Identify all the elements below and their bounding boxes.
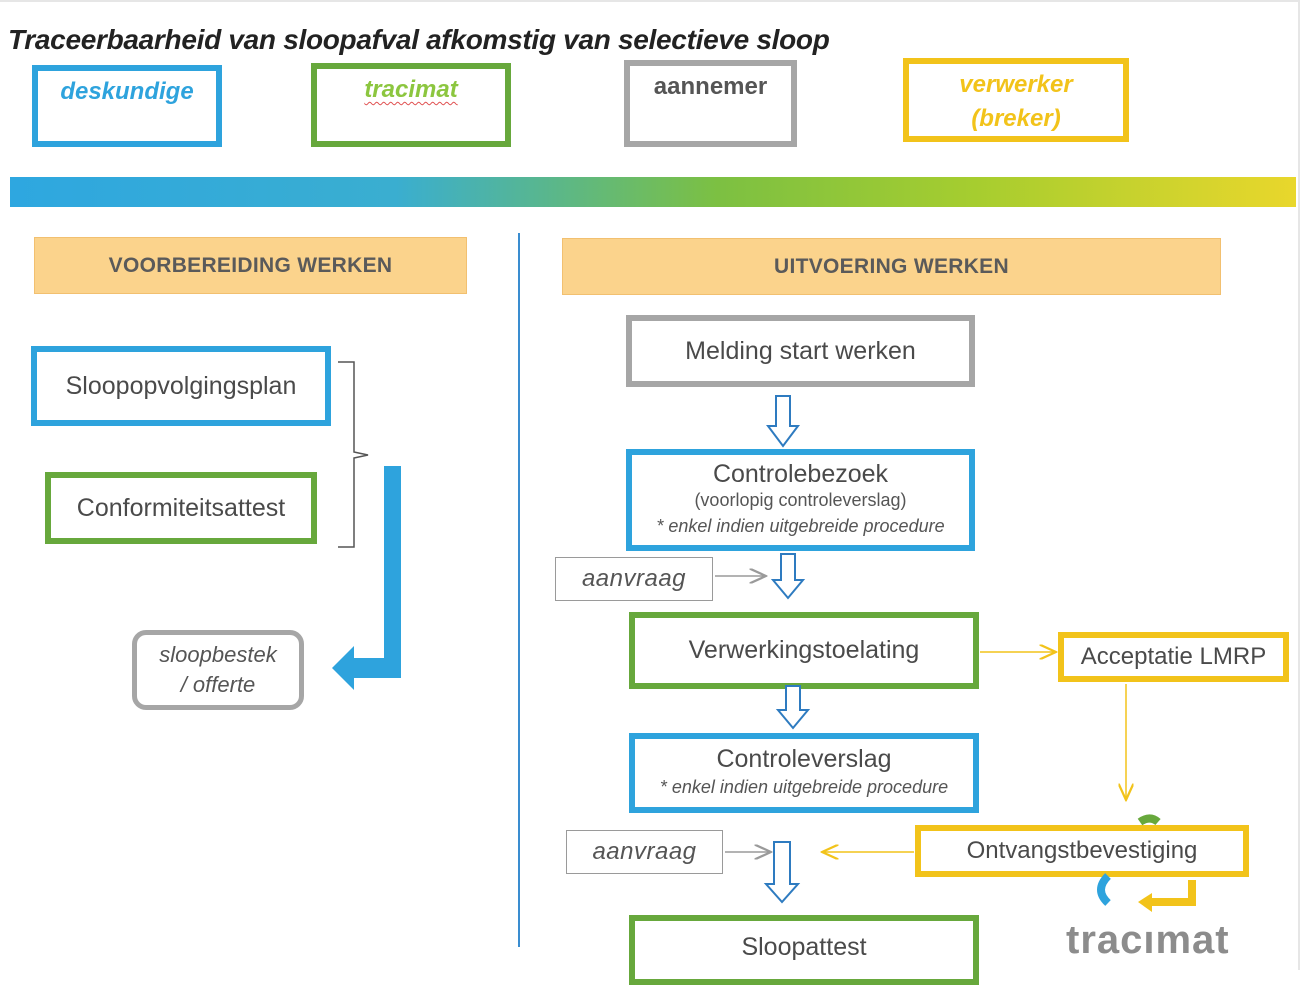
box-aanvraag-2: aanvraag [566, 830, 723, 874]
legend-deskundige: deskundige [32, 65, 222, 147]
box-aanvraag-1: aanvraag [555, 557, 713, 601]
box-sloopbestek-offerte: sloopbestek / offerte [132, 630, 304, 710]
legend-aannemer: aannemer [624, 60, 797, 147]
logo-cycle-yellow [1150, 880, 1196, 906]
down-arrow-1 [766, 395, 800, 448]
tracimat-logo: tracımat [1066, 918, 1230, 962]
box-sloopbestek-label-2: / offerte [180, 672, 256, 697]
color-gradient-band [10, 177, 1296, 207]
box-conformiteitsattest: Conformiteitsattest [45, 472, 317, 544]
down-arrow-4 [763, 841, 801, 904]
logo-cycle-blue [1097, 873, 1111, 906]
down-arrow-2 [770, 553, 806, 600]
legend-tracimat-label: tracimat [364, 76, 458, 103]
box-sloopopvolgingsplan-label: Sloopopvolgingsplan [65, 371, 297, 400]
box-acceptatie-lmrp: Acceptatie LMRP [1058, 632, 1289, 682]
legend-aannemer-label: aannemer [653, 73, 768, 100]
box-melding-label: Melding start werken [685, 336, 916, 365]
legend-verwerker-label-2: (breker) [971, 105, 1061, 132]
box-controlebezoek: Controlebezoek (voorlopig controleversla… [626, 449, 975, 551]
box-aanvraag-1-label: aanvraag [581, 565, 687, 592]
logo-cycle-green [1137, 814, 1161, 826]
box-verwerkingstoelating-label: Verwerkingstoelating [688, 636, 920, 664]
box-sloopopvolgingsplan: Sloopopvolgingsplan [31, 346, 331, 426]
box-controlebezoek-label: Controlebezoek [712, 460, 889, 488]
down-arrow-3 [775, 685, 811, 730]
box-controleverslag-label: Controleverslag [716, 745, 892, 773]
box-verwerkingstoelating: Verwerkingstoelating [629, 612, 979, 689]
legend-verwerker: verwerker (breker) [903, 58, 1129, 142]
blue-l-arrow [332, 466, 401, 690]
box-sloopbestek-label-1: sloopbestek [159, 642, 277, 667]
bracket [338, 361, 369, 548]
box-sloopattest-label: Sloopattest [741, 933, 867, 961]
legend-deskundige-label: deskundige [60, 78, 194, 105]
box-melding-start-werken: Melding start werken [626, 315, 975, 387]
box-controlebezoek-note: * enkel indien uitgebreide procedure [656, 516, 945, 536]
box-ontvangstbevestiging-label: Ontvangstbevestiging [966, 837, 1198, 864]
box-aanvraag-2-label: aanvraag [592, 838, 697, 865]
box-acceptatie-label: Acceptatie LMRP [1080, 643, 1267, 670]
box-controleverslag-note: * enkel indien uitgebreide procedure [659, 777, 949, 797]
section-header-execution-label: UITVOERING WERKEN [774, 254, 1009, 278]
page-title: Traceerbaarheid van sloopafval afkomstig… [8, 24, 830, 55]
box-controleverslag: Controleverslag * enkel indien uitgebrei… [629, 733, 979, 813]
box-conformiteitsattest-label: Conformiteitsattest [76, 493, 286, 522]
section-header-preparation-label: VOORBEREIDING WERKEN [108, 253, 393, 277]
section-divider [518, 233, 520, 947]
section-header-preparation: VOORBEREIDING WERKEN [34, 237, 467, 294]
box-ontvangstbevestiging: Ontvangstbevestiging [915, 825, 1249, 877]
box-controlebezoek-sub: (voorlopig controleverslag) [694, 490, 907, 510]
legend-tracimat: tracimat [311, 63, 511, 147]
section-header-execution: UITVOERING WERKEN [562, 238, 1221, 295]
logo-cycle-yellow-head [1138, 893, 1152, 912]
legend-verwerker-label-1: verwerker [959, 71, 1073, 98]
